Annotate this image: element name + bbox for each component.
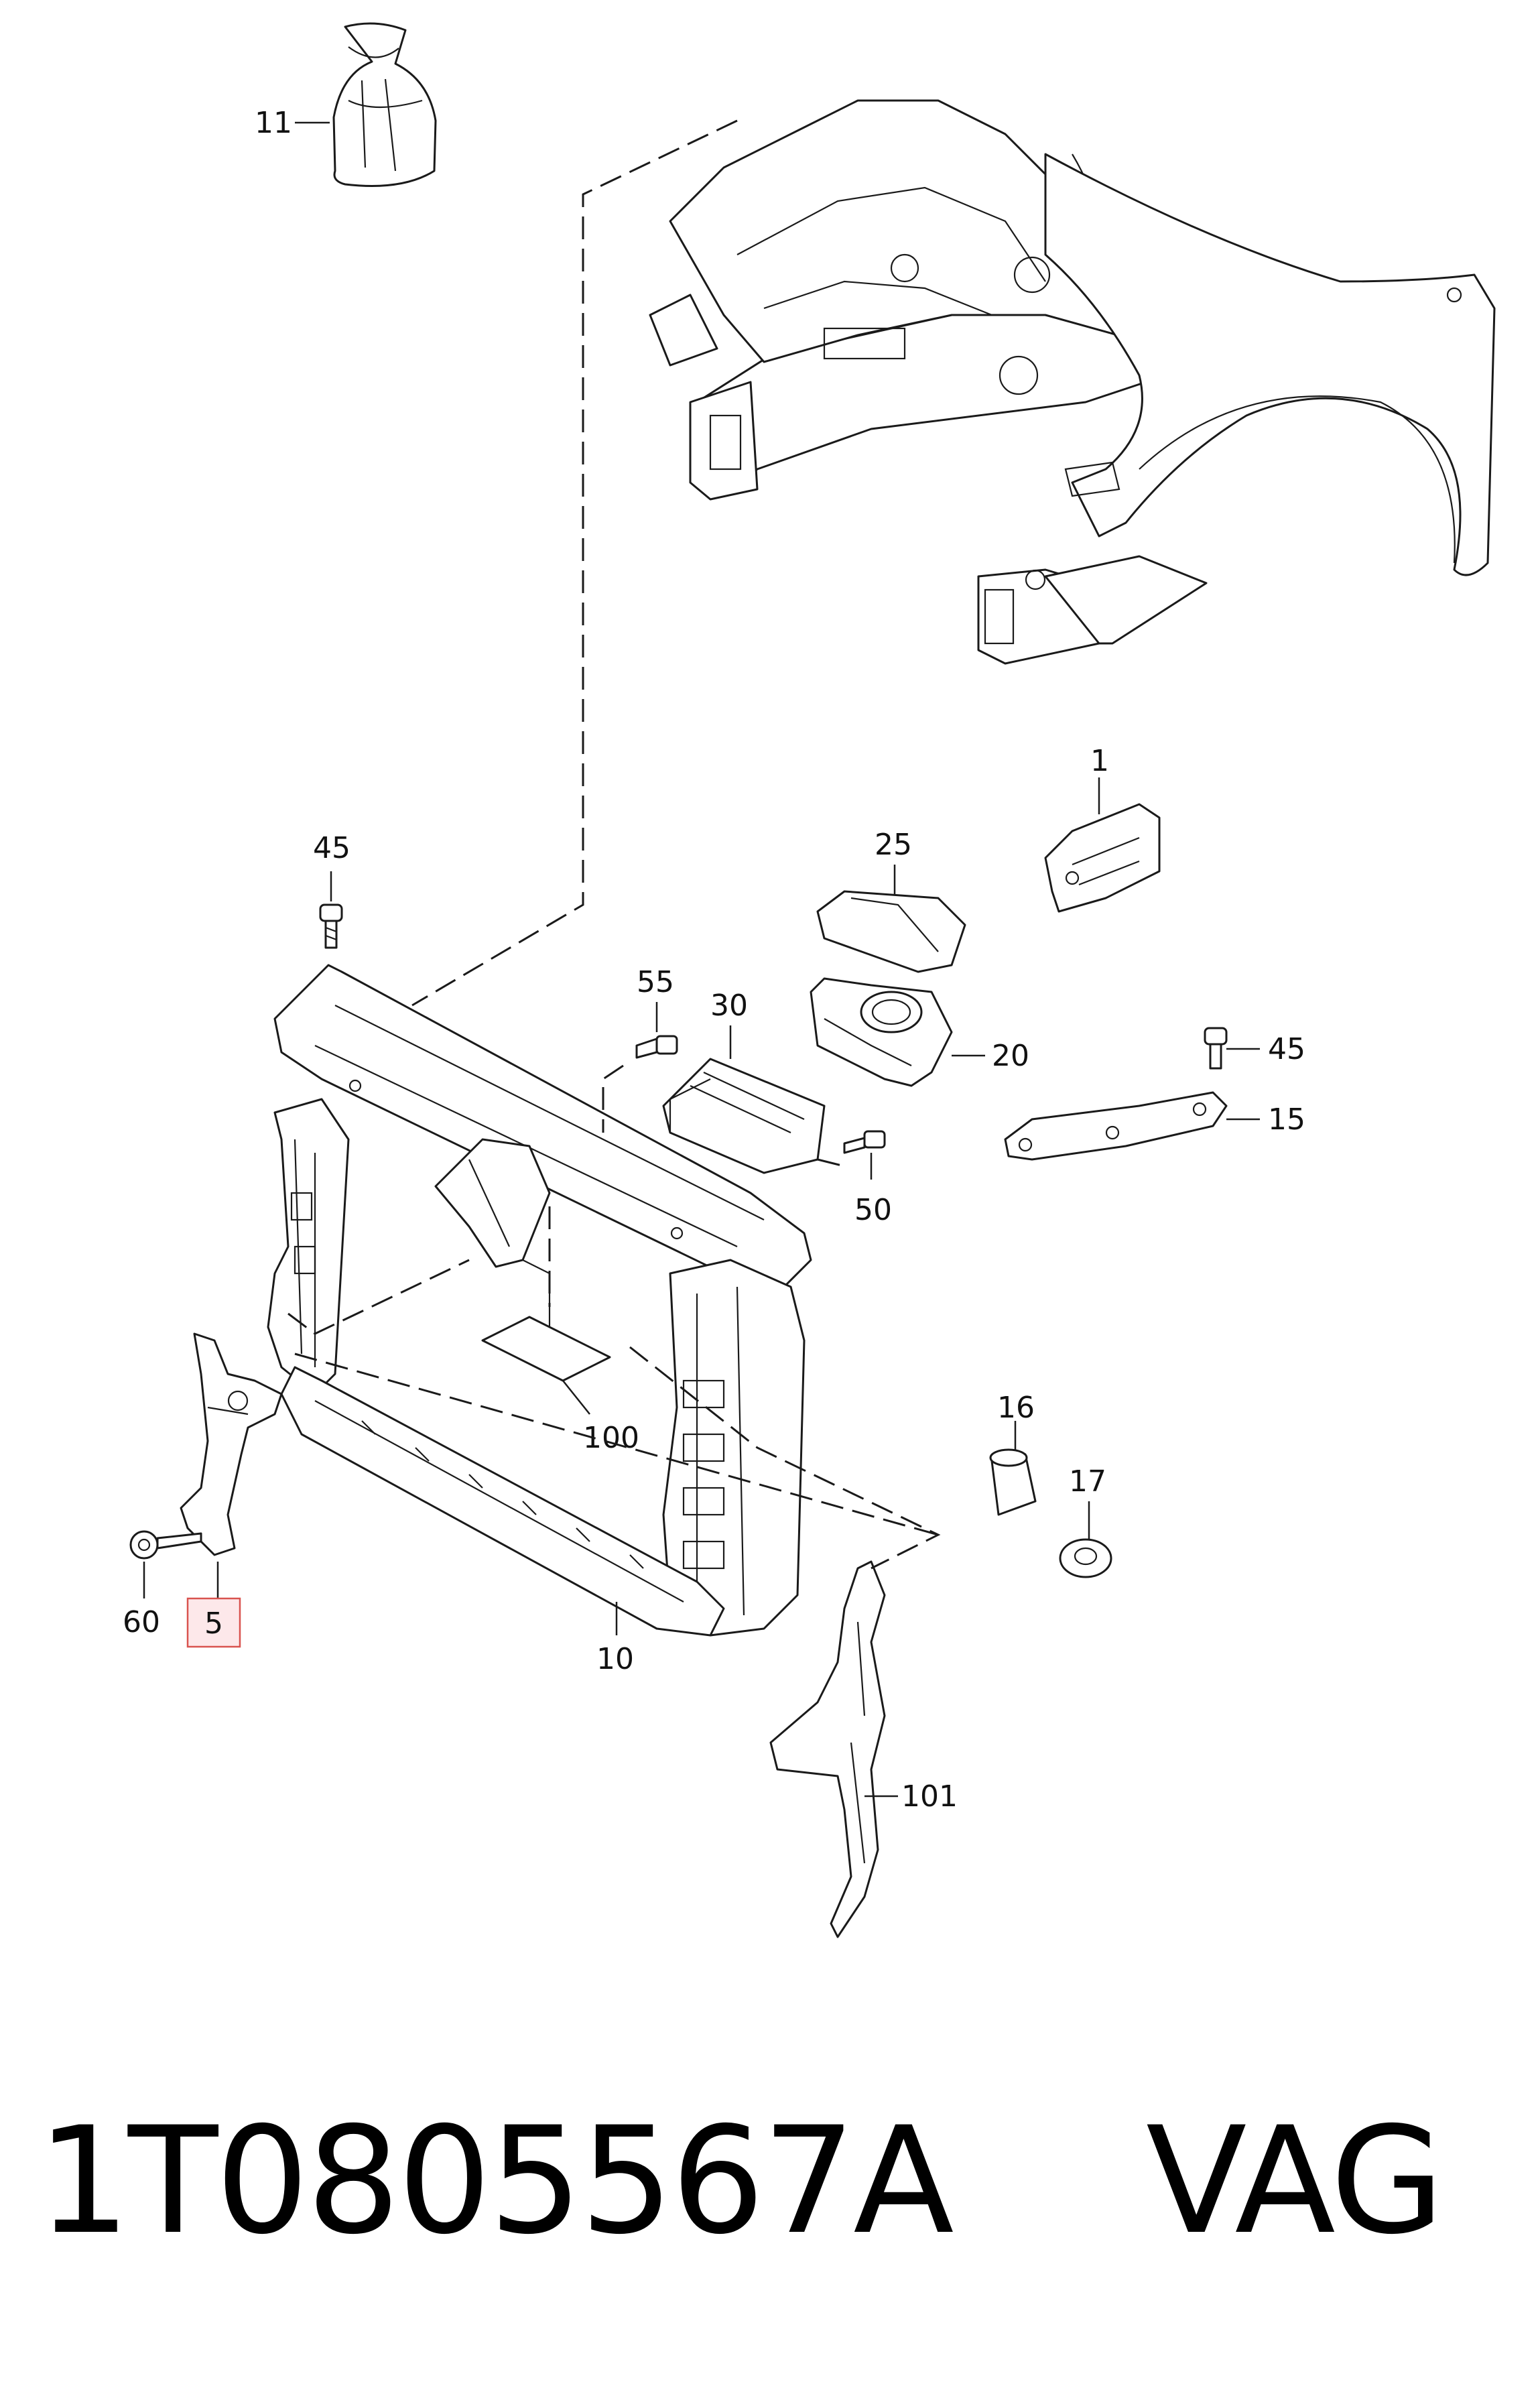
- body-front-structure: [649, 99, 1496, 665]
- callout-10: 10: [596, 1642, 634, 1676]
- leader-100: [562, 1380, 590, 1415]
- callout-25: 25: [875, 828, 912, 862]
- part-100-label: [481, 1316, 611, 1382]
- part-1-bracket: [1044, 803, 1161, 913]
- part-60-fastener: [129, 1530, 202, 1560]
- highlight-box: [186, 1597, 241, 1648]
- part-number: 1T0805567A: [37, 2095, 953, 2267]
- part-25-cover: [816, 890, 966, 973]
- callout-50: 50: [854, 1193, 892, 1227]
- callout-30: 30: [710, 989, 748, 1023]
- assembly-lines: [287, 119, 941, 1570]
- callout-16: 16: [997, 1391, 1035, 1425]
- callout-101: 101: [901, 1779, 958, 1814]
- callout-20: 20: [992, 1039, 1029, 1073]
- callout-60: 60: [123, 1605, 160, 1639]
- part-30-air-duct: [662, 1058, 826, 1174]
- callout-15: 15: [1268, 1103, 1305, 1137]
- part-45-bolt-left: [319, 903, 343, 949]
- callout-1: 1: [1090, 744, 1109, 778]
- part-10-lock-carrier: [267, 964, 812, 1637]
- part-50-screw: [843, 1130, 886, 1154]
- part-45-bolt-right: [1204, 1027, 1228, 1070]
- callout-17: 17: [1069, 1464, 1106, 1499]
- part-55-screw: [635, 1035, 678, 1059]
- part-20-air-guide: [810, 977, 953, 1087]
- callout-11: 11: [255, 106, 292, 140]
- brand-label: VAG: [1146, 2095, 1442, 2267]
- part-101-air-guide: [769, 1560, 886, 1938]
- part-5-bracket: [180, 1332, 283, 1556]
- part-11-bag: [332, 22, 437, 187]
- callout-45-right: 45: [1268, 1032, 1305, 1066]
- part-15-bracket: [1004, 1091, 1228, 1161]
- callout-45-left: 45: [313, 831, 350, 865]
- part-17-grommet: [1059, 1538, 1112, 1578]
- callout-55: 55: [637, 965, 674, 999]
- callout-5: 5: [204, 1607, 223, 1641]
- part-16-nut: [989, 1448, 1037, 1516]
